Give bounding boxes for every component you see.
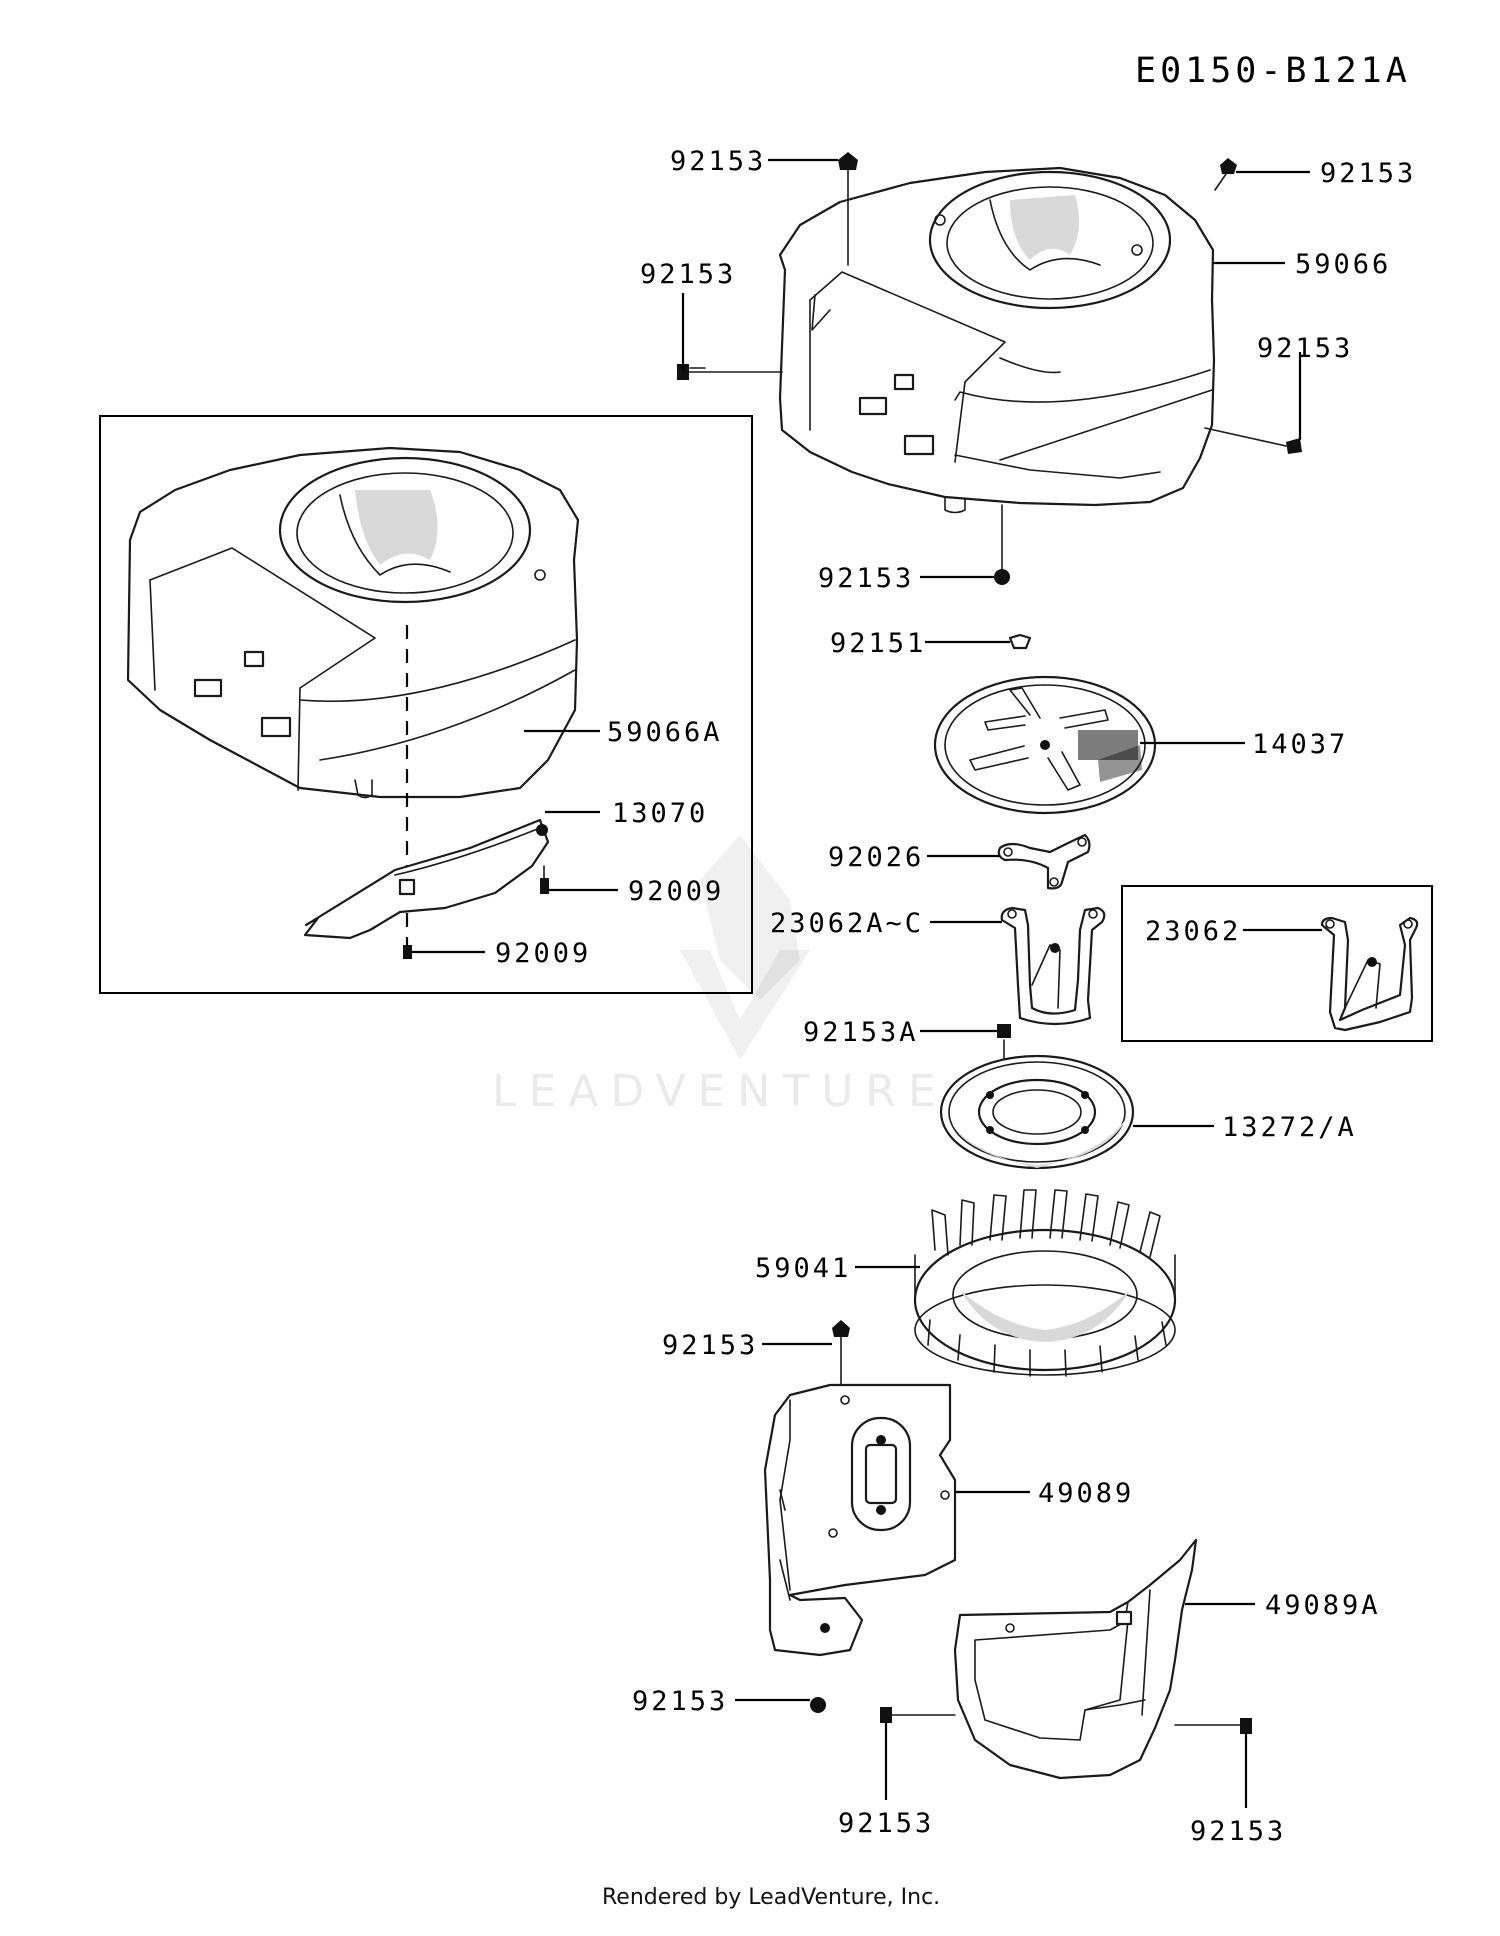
screw-92153-lower-right[interactable] — [1174, 1718, 1252, 1734]
label-92153-bottom: 92153 — [818, 563, 914, 594]
screw-92153-cover-bottom[interactable] — [810, 1697, 826, 1713]
screw-92153-top-left[interactable] — [838, 152, 858, 266]
label-92153-lower-left: 92153 — [838, 1808, 934, 1839]
label-92151: 92151 — [830, 628, 926, 659]
label-92153-cover-bottom: 92153 — [632, 1686, 728, 1717]
label-23062: 23062 — [1145, 916, 1241, 947]
bracket-23062[interactable] — [1320, 916, 1419, 1032]
label-92153-top-left: 92153 — [670, 146, 766, 177]
leader-lines — [412, 158, 1322, 1808]
inset-frame-23062 — [1121, 885, 1433, 1042]
bolt-92153a[interactable] — [997, 1024, 1011, 1059]
label-59066: 59066 — [1295, 249, 1391, 280]
fan-59041[interactable] — [913, 1189, 1177, 1377]
screen-14037[interactable] — [933, 675, 1157, 815]
screw-92153-top-right[interactable] — [1214, 158, 1237, 191]
inset-frame — [99, 415, 753, 994]
label-92009-a: 92009 — [628, 876, 724, 907]
label-92009-b: 92009 — [495, 938, 591, 969]
screw-92153-lower-left[interactable] — [880, 1707, 956, 1723]
label-13272-a: 13272/A — [1222, 1112, 1357, 1143]
label-92153-lower-right: 92153 — [1190, 1816, 1286, 1847]
spacer-92026[interactable] — [997, 833, 1091, 890]
label-59066a: 59066A — [607, 717, 723, 748]
label-92153-right: 92153 — [1257, 333, 1353, 364]
label-13070: 13070 — [612, 798, 708, 829]
label-92026: 92026 — [828, 842, 924, 873]
label-59041: 59041 — [755, 1253, 851, 1284]
pulley-13272-a[interactable] — [939, 1054, 1135, 1170]
bolt-92009-a[interactable] — [540, 865, 549, 894]
screw-92153-right[interactable] — [1204, 427, 1302, 454]
blower-housing-59066a[interactable] — [126, 446, 580, 799]
bolt-92009-b[interactable] — [403, 945, 412, 959]
blower-housing-59066[interactable] — [778, 166, 1216, 514]
diagram-code: E0150-B121A — [1135, 51, 1411, 91]
label-92153-cover-top: 92153 — [662, 1330, 758, 1361]
screw-92153-cover-top[interactable] — [832, 1320, 850, 1386]
label-92153a: 92153A — [803, 1017, 919, 1048]
plate-13070[interactable] — [303, 818, 550, 940]
bracket-23062a-c[interactable] — [1000, 906, 1106, 1026]
screw-92153-left[interactable] — [677, 364, 783, 380]
watermark-text: LEADVENTURE — [492, 1066, 948, 1117]
cover-49089[interactable] — [763, 1383, 957, 1657]
watermark-logo — [680, 835, 810, 1060]
screw-92153-bottom[interactable] — [994, 504, 1010, 585]
label-49089: 49089 — [1038, 1478, 1134, 1509]
label-23062a-c: 23062A~C — [770, 908, 924, 939]
label-49089a: 49089A — [1265, 1590, 1381, 1621]
footer-credit: Rendered by LeadVenture, Inc. — [602, 1885, 940, 1910]
label-92153-left: 92153 — [640, 259, 736, 290]
label-14037: 14037 — [1252, 729, 1348, 760]
label-92153-top-right: 92153 — [1320, 158, 1416, 189]
cover-49089a[interactable] — [953, 1538, 1198, 1780]
screw-92151[interactable] — [1008, 633, 1032, 650]
